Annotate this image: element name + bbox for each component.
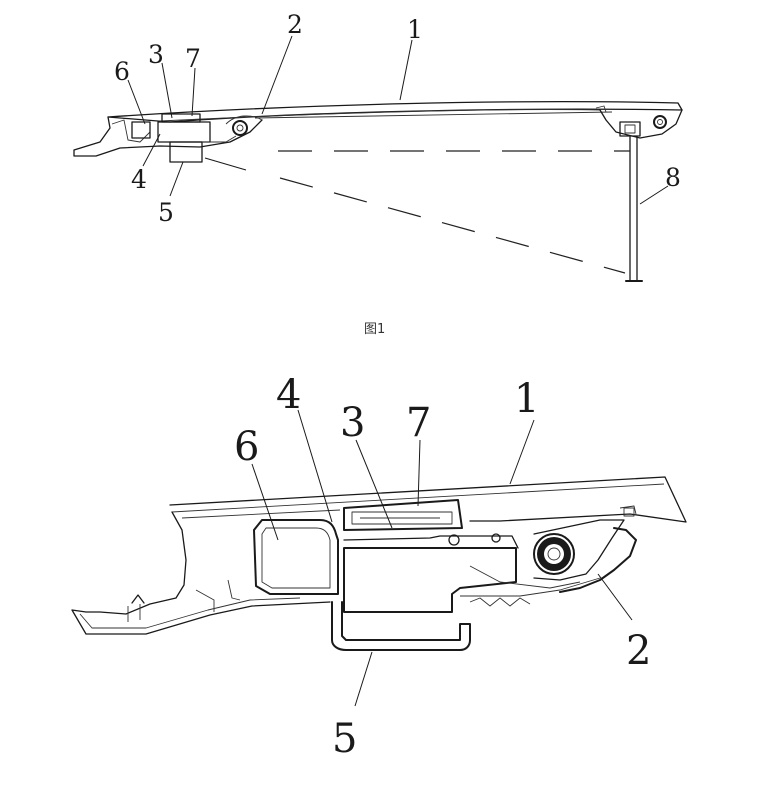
fig2-label-7: 7 xyxy=(406,400,431,446)
fig2-label-5: 5 xyxy=(332,716,357,762)
fig2-roller-2 xyxy=(533,533,575,575)
fig1-label-8: 8 xyxy=(665,163,681,192)
fig1-label-3: 3 xyxy=(148,40,164,69)
figure-caption: 图1 xyxy=(364,322,385,337)
fig1-dashed-diagonal xyxy=(279,177,626,274)
fig1-post-8 xyxy=(629,136,638,281)
fig2-label-6: 6 xyxy=(234,424,259,470)
fig2-label-4: 4 xyxy=(276,372,301,418)
fig2-mid-rail xyxy=(343,535,519,549)
fig2-right-housing-2 xyxy=(533,519,625,581)
fig1-label-1: 1 xyxy=(407,15,423,44)
fig1-label-6: 6 xyxy=(114,57,130,86)
fig2-label-2: 2 xyxy=(626,628,651,674)
fig1-label-4: 4 xyxy=(131,165,147,194)
fig1-right-bracket xyxy=(619,121,641,137)
fig2-member-1 xyxy=(169,476,687,523)
fig2-box-3 xyxy=(343,547,517,613)
figure-1: 1 2 3 4 5 6 7 8 图1 xyxy=(73,10,683,337)
fig1-label-5: 5 xyxy=(158,198,174,227)
fig1-roller-2 xyxy=(232,120,248,136)
fig1-box-3 xyxy=(157,121,211,143)
fig1-right-housing xyxy=(599,109,683,139)
fig1-label-7: 7 xyxy=(185,44,201,73)
fig2-box-7 xyxy=(343,499,463,531)
fig2-left-profile xyxy=(71,511,331,635)
fig2-box-5 xyxy=(331,601,471,651)
figure-2: 1 2 3 4 5 6 7 xyxy=(71,372,687,762)
fig1-left-housing xyxy=(73,116,263,157)
fig1-box-6 xyxy=(131,121,151,139)
fig1-box-5 xyxy=(169,141,203,163)
fig1-label-2: 2 xyxy=(287,10,303,39)
fig2-label-3: 3 xyxy=(340,400,365,446)
fig2-cavity-6 xyxy=(253,519,339,595)
fig2-label-1: 1 xyxy=(514,376,539,422)
